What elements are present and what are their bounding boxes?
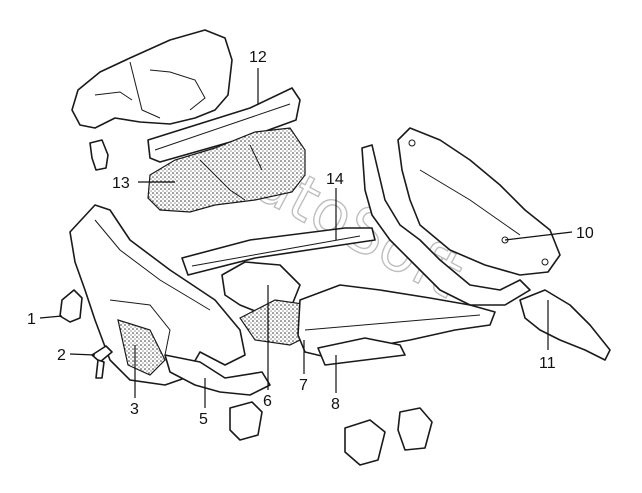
callout-7: 7 (299, 377, 308, 394)
callout-10: 10 (576, 225, 594, 242)
callout-14: 14 (326, 171, 344, 188)
callout-6: 6 (263, 393, 272, 410)
part-2-bolt (91, 345, 113, 379)
callout-1: 1 (27, 311, 36, 328)
callout-5: 5 (199, 411, 208, 428)
callout-11: 11 (539, 355, 556, 372)
part-3-front-frame (69, 204, 246, 386)
part-14-rail (181, 227, 376, 276)
callout-2: 2 (57, 347, 66, 364)
callout-12: 12 (249, 49, 267, 66)
callout-3: 3 (130, 401, 139, 418)
loose-brackets (229, 401, 433, 466)
leader-2 (69, 353, 96, 356)
part-1-bracket (59, 289, 83, 323)
part-12-cross-member (147, 87, 301, 163)
leader-10 (504, 231, 573, 241)
callout-8: 8 (331, 396, 340, 413)
leader-1 (39, 315, 63, 319)
leader-lines (39, 68, 573, 408)
part-5-lower-arm (164, 354, 271, 396)
part-13-bulkhead-panel (147, 127, 306, 213)
callout-labels: 1 2 3 5 6 7 8 10 11 12 13 14 (27, 49, 594, 428)
part-7-8-side-sill (297, 284, 496, 366)
side-member (361, 144, 531, 306)
upper-wheel-arch-panel (71, 29, 233, 171)
callout-13: 13 (112, 175, 130, 192)
part-11-rear-panel (519, 289, 611, 361)
